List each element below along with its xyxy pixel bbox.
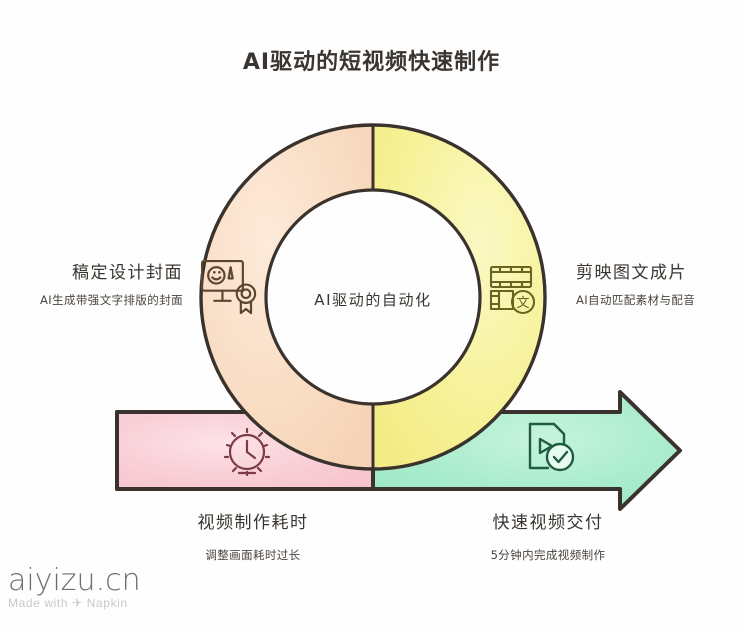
video-file-check-icon xyxy=(528,422,575,472)
watermark-credit: Made with ✈ Napkin xyxy=(8,596,141,610)
label-bottom-left-desc: 调整画面耗时过长 xyxy=(205,548,301,562)
watermark: aiyizu.cn Made with ✈ Napkin xyxy=(8,563,141,610)
svg-text:文: 文 xyxy=(516,296,529,311)
watermark-brand: Napkin xyxy=(86,596,128,610)
donut-slice-right[interactable] xyxy=(373,120,553,475)
label-bottom-left-title: 视频制作耗时 xyxy=(197,513,309,533)
label-bottom-right-desc: 5分钟内完成视频制作 xyxy=(490,548,606,562)
watermark-site: aiyizu.cn xyxy=(8,563,141,598)
label-right-desc: AI自动匹配素材与配音 xyxy=(576,293,696,307)
label-right-title: 剪映图文成片 xyxy=(576,263,687,283)
label-bottom-right: 快速视频交付 5分钟内完成视频制作 xyxy=(428,508,668,565)
label-right: 剪映图文成片 AI自动匹配素材与配音 xyxy=(576,258,741,310)
label-left-title: 稿定设计封面 xyxy=(72,263,183,283)
donut-slice-left[interactable] xyxy=(195,120,373,475)
donut-ring-group xyxy=(195,120,553,475)
label-bottom-left: 视频制作耗时 调整画面耗时过长 xyxy=(128,508,378,565)
film-strip-text-icon: 文 xyxy=(489,265,536,315)
center-label: AI驱动的自动化 xyxy=(314,291,432,309)
watermark-credit-prefix: Made with xyxy=(8,596,69,610)
alarm-clock-icon xyxy=(223,427,271,477)
page-title: AI驱动的短视频快速制作 xyxy=(242,50,501,75)
label-left-desc: AI生成带强文字排版的封面 xyxy=(40,293,183,307)
napkin-logo-icon: ✈ xyxy=(72,596,83,610)
label-left: 稿定设计封面 AI生成带强文字排版的封面 xyxy=(8,258,183,310)
design-monitor-badge-icon xyxy=(200,259,257,315)
label-bottom-right-title: 快速视频交付 xyxy=(492,513,604,533)
